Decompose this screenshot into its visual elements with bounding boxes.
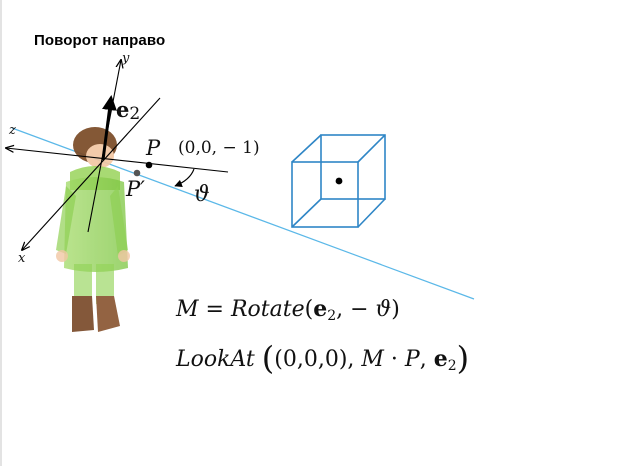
point-P — [145, 161, 153, 169]
left-edge-divider — [0, 0, 2, 466]
axis-x-label: x — [18, 251, 26, 266]
page-title: Поворот направо — [34, 32, 166, 49]
axis-x — [22, 97, 161, 250]
cube-center-point — [335, 177, 343, 185]
point-P-coords: (0,0, − 1) — [178, 138, 260, 158]
cube — [291, 134, 386, 228]
formula-lookat: LookAt ((0,0,0), M · P, e2) — [176, 339, 470, 377]
formula-rotate: M = Rotate(e2, − ϑ) — [176, 296, 400, 324]
point-P-label: P — [145, 136, 161, 160]
point-P-prime — [133, 169, 141, 177]
up-vector-e2 — [101, 95, 117, 161]
axis-z-label: z — [8, 123, 16, 138]
character-figure — [56, 127, 130, 332]
axis-y-label: y — [121, 51, 130, 66]
point-P-prime-label: P′ — [125, 177, 145, 201]
rotation-angle-arc — [174, 168, 195, 187]
angle-theta-label: ϑ — [194, 182, 210, 207]
axis-z — [6, 148, 229, 173]
vector-e2-label: e2 — [116, 97, 140, 124]
